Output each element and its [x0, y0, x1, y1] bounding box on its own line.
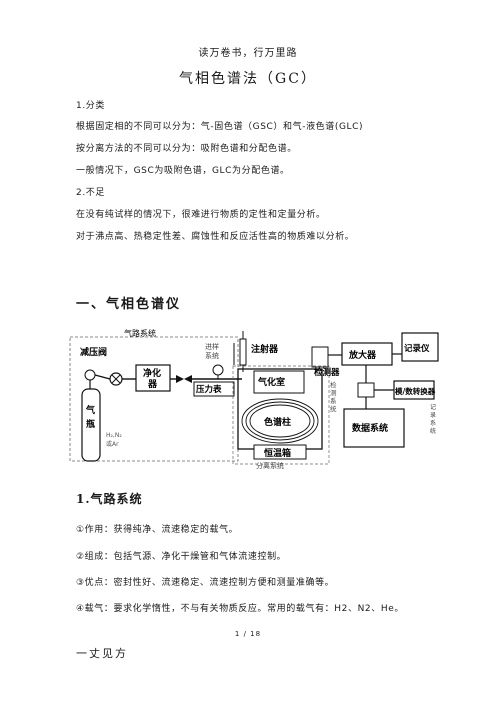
syringe-icon	[239, 338, 247, 366]
record-system-label-3: 系	[430, 419, 436, 427]
pressure-gauge-label: 压力表	[196, 384, 222, 395]
page-number: 1 / 18	[234, 630, 262, 638]
list-item: ④载气：要求化学惰性，不与有关物质反应。常用的载气有：H2、N2、He。	[76, 604, 404, 614]
detection-system-label-2: 测	[330, 389, 337, 397]
ad-converter-box	[393, 380, 435, 400]
pressure-gauge-icon	[212, 364, 224, 376]
list-item: ②组成：包括气源、净化干燥管和气体流速控制。	[76, 552, 287, 562]
pressure-gauge-box	[193, 381, 235, 397]
cylinder-label-1: 气	[85, 404, 95, 416]
section-heading-classification: 1.分类	[76, 101, 105, 111]
separation-system-label: 分离系统	[256, 461, 284, 470]
detector-label: 检测器	[314, 367, 340, 378]
oven-label-box	[253, 444, 307, 460]
list-item: ③优点：密封性好、流速稳定、流速控制方便和测量准确等。	[76, 578, 335, 588]
recorder-label: 记录仪	[404, 343, 430, 354]
cylinder-label-2: 瓶	[86, 418, 95, 430]
chapter-heading: 一、气相色谱仪	[76, 297, 182, 312]
detection-system-label-3: 系	[330, 396, 337, 405]
detector-box	[311, 346, 329, 368]
column-label: 色谱柱	[264, 416, 291, 428]
record-system-label-1: 记	[430, 404, 436, 411]
flow-valve-icon	[176, 375, 184, 383]
record-system-label-4: 统	[430, 427, 436, 435]
vaporizer-label: 气化室	[257, 376, 285, 388]
injection-system-label-1: 进样	[205, 342, 219, 351]
paragraph-line: 对于沸点高、热稳定性差、腐蚀性和反应活性高的物质难以分析。	[76, 232, 355, 242]
injector-label: 注射器	[251, 343, 279, 355]
data-system-box	[343, 408, 405, 448]
chromatographic-column-coil	[241, 398, 319, 444]
recorder-box	[401, 332, 439, 362]
footer-brand: 一丈见方	[76, 647, 128, 660]
section-heading-shortcomings: 2.不足	[76, 188, 105, 198]
separation-system-region	[232, 365, 330, 465]
carrier-gases-1: H₂,N₂	[106, 432, 122, 439]
pressure-valve-label: 减压阀	[80, 346, 107, 358]
carrier-gases-2: 或Ar	[106, 440, 119, 448]
header-slogan: 读万卷书，行万里路	[198, 48, 298, 59]
list-item: ①作用：获得纯净、流速稳定的载气。	[76, 525, 239, 535]
section-heading-gas-system: 1.气路系统	[76, 492, 143, 506]
paragraph-line: 根据固定相的不同可以分为：气-固色谱（GSC）和气-液色谱(GLC)	[76, 122, 364, 132]
paragraph-line: 按分离方法的不同可以分为：吸附色谱和分配色谱。	[76, 144, 297, 154]
ad-converter-label: 模/数转换器	[395, 386, 436, 396]
purifier-box	[135, 364, 171, 392]
purifier-label-2: 器	[147, 379, 158, 390]
purifier-label-1: 净化	[143, 367, 161, 379]
paragraph-line: 一般情况下，GSC为吸附色谱，GLC为分配色谱。	[76, 166, 290, 176]
gas-cylinder	[81, 388, 101, 462]
injection-system-label-2: 系统	[205, 351, 219, 360]
detection-system-label-1: 检	[330, 380, 337, 389]
ad-connector	[357, 382, 375, 398]
pressure-valve-icon	[84, 369, 96, 381]
amplifier-label: 放大器	[348, 349, 377, 361]
gas-system-label: 气路系统	[124, 328, 156, 338]
gc-schematic-diagram: 气路系统 减压阀 气 瓶 H₂,N₂ 或Ar 净化 器 压力表 进样 系统 注射…	[69, 328, 439, 470]
page-title: 气相色谱法（GC）	[179, 71, 317, 87]
vaporizer-box	[253, 370, 305, 394]
record-system-label-2: 录	[430, 411, 436, 419]
oven-label: 恒温箱	[264, 447, 291, 459]
detection-system-label-4: 统	[330, 404, 337, 413]
paragraph-line: 在没有纯试样的情况下，很难进行物质的定性和定量分析。	[76, 210, 326, 220]
data-system-label: 数据系统	[352, 422, 388, 434]
